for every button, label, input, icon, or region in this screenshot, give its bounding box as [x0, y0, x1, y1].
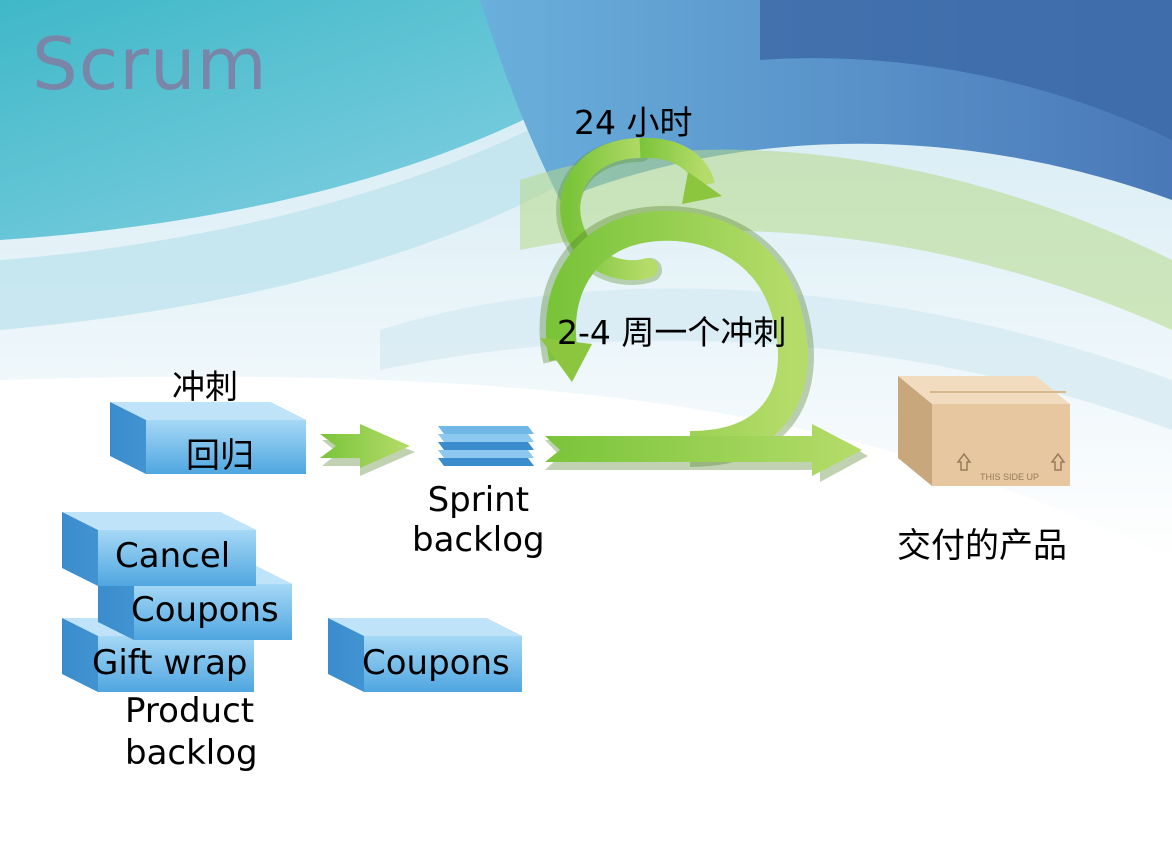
sprint-loop-arrow: [539, 205, 868, 482]
backlog-item-gift-wrap: Gift wrap: [92, 643, 248, 683]
daily-loop-arrow: [556, 137, 722, 285]
to-sprint-backlog-arrow: [320, 424, 415, 476]
daily-cycle-label: 24 小时: [574, 103, 693, 142]
product-backlog-line2: backlog: [125, 733, 258, 773]
sprint-backlog-line1: Sprint: [427, 480, 530, 520]
svg-text:THIS SIDE UP: THIS SIDE UP: [980, 472, 1039, 482]
sprint-backlog-stack: [438, 426, 534, 466]
backlog-item-cancel: Cancel: [115, 536, 231, 576]
backlog-item-coupons: Coupons: [131, 590, 279, 630]
sprint-label: 冲刺: [172, 367, 238, 406]
sprint-cycle-label: 2-4 周一个冲刺: [557, 313, 787, 352]
sprint-backlog-line2: backlog: [412, 520, 545, 560]
sprint-card: [110, 402, 306, 474]
product-backlog-label: Product backlog: [125, 690, 258, 774]
product-backlog-cards: [62, 512, 522, 692]
product-backlog-line1: Product: [125, 691, 255, 731]
product-box-icon: THIS SIDE UP: [898, 376, 1070, 486]
sprint-backlog-label: Sprint backlog: [412, 480, 545, 560]
slide-title: Scrum: [32, 22, 268, 106]
sprint-item-label: 回归: [186, 436, 254, 476]
delivered-product-label: 交付的产品: [897, 526, 1067, 566]
backlog-item-coupons-single: Coupons: [362, 643, 510, 683]
